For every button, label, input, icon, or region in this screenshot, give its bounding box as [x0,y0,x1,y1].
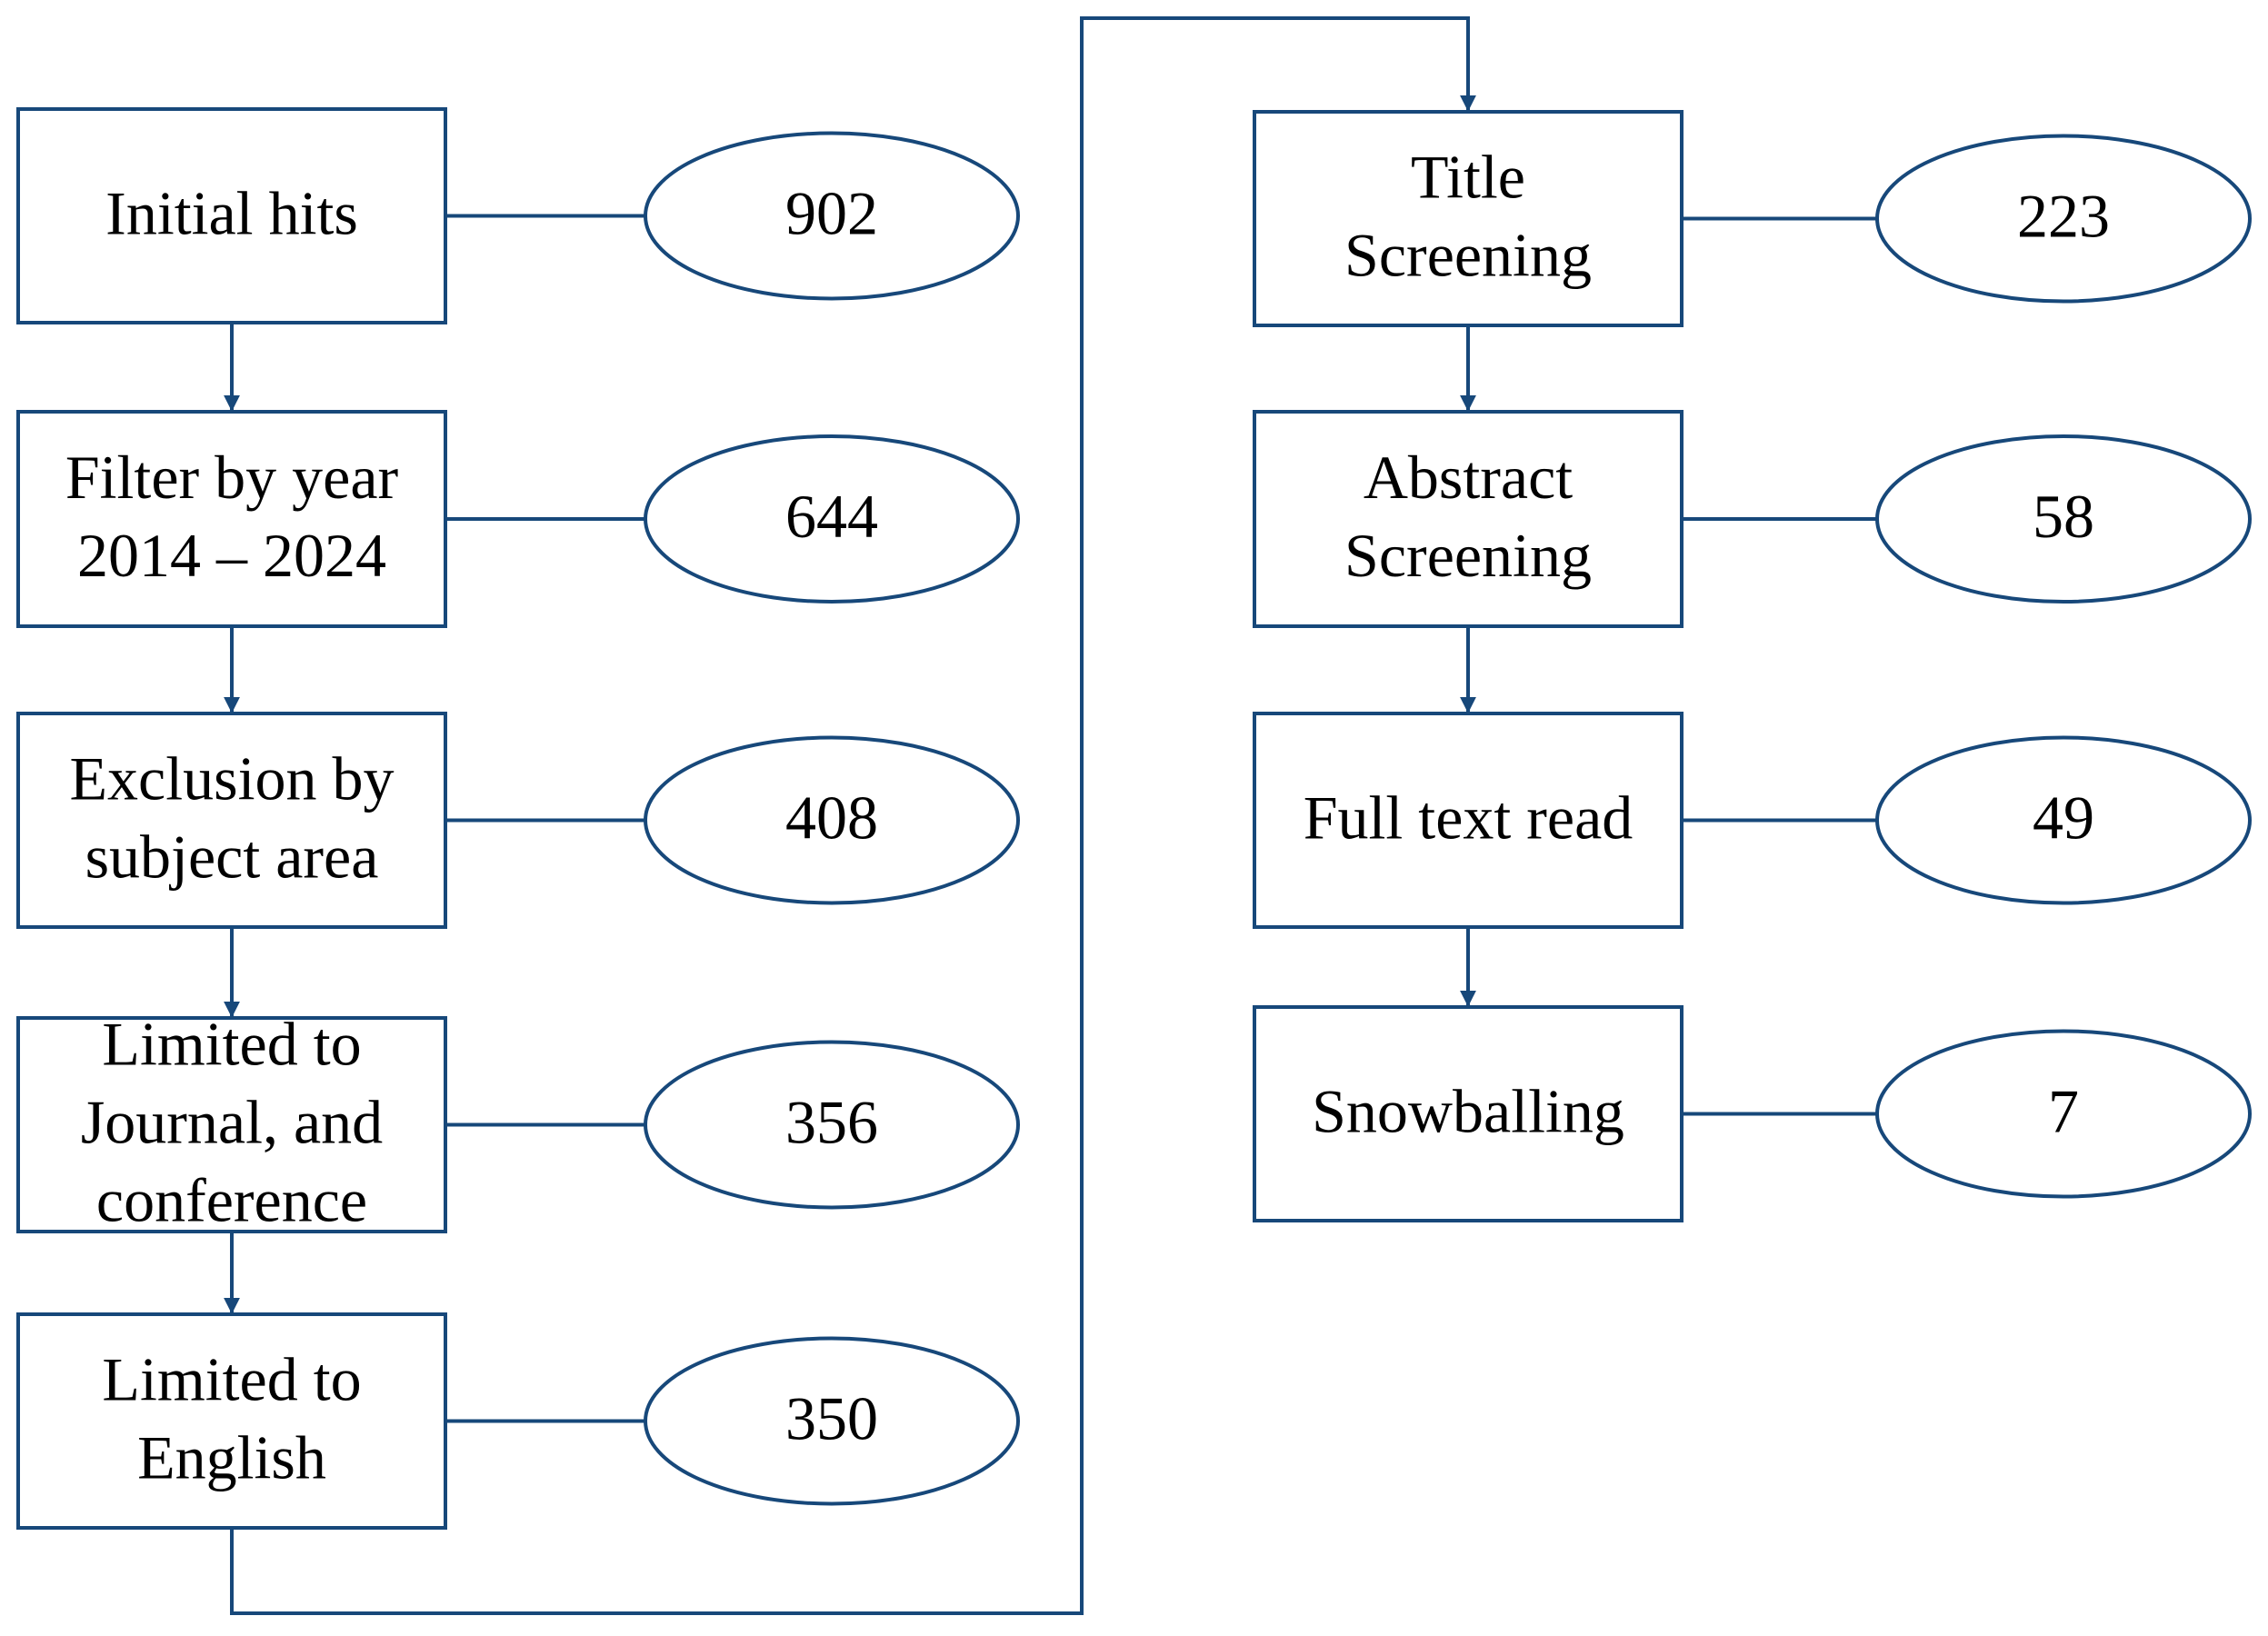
step-filter-by-year-2014-2024: Filter by year 2014 – 2024 [16,410,447,628]
step-box [16,1312,447,1530]
count-value: 58 [2033,482,2094,551]
column-link-arrow [230,16,1476,1615]
step-box [1253,110,1684,327]
count-oval [1875,434,2252,604]
count-value: 644 [785,482,878,551]
step-box [1253,712,1684,929]
step-limited-to-journal-and-conference: Limited to Journal, and conference [16,1010,447,1235]
step-box [16,107,447,324]
count-oval [644,1336,1020,1506]
step-box [16,410,447,628]
count-value: 7 [2048,1077,2079,1146]
step-exclusion-by-subject-area: Exclusion by subject area [16,712,447,929]
count-value: 356 [785,1088,878,1157]
step-label-line: English [137,1423,326,1492]
step-label: Exclusion by subject area [70,744,395,892]
count-oval-initial-hits: 902 [644,131,1020,301]
step-label-line: 2014 – 2024 [77,521,386,590]
count-oval-filter-by-year-2014-2024: 644 [644,434,1020,604]
count-oval [1875,735,2252,905]
step-label: Limited to Journal, and conference [81,1010,383,1235]
step-label-line: Initial hits [105,179,358,248]
count-oval-abstract-screening: 58 [1875,434,2252,604]
count-oval-exclusion-by-subject-area: 408 [644,735,1020,905]
step-box [1253,1005,1684,1222]
count-oval-limited-to-journal-and-conference: 356 [644,1040,1020,1210]
step-label-line: Abstract [1364,443,1573,512]
step-box [16,712,447,929]
step-full-text-read: Full text read [1253,712,1684,929]
step-label-line: subject area [85,823,379,892]
count-oval [1875,134,2252,304]
count-oval-snowballing: 7 [1875,1029,2252,1199]
step-label-line: Screening [1344,521,1592,590]
step-label-line: conference [96,1166,367,1235]
count-oval-full-text-read: 49 [1875,735,2252,905]
step-label-line: Full text read [1304,783,1634,853]
step-label-line: Limited to [102,1345,361,1414]
step-box [16,1016,447,1233]
step-box [1253,410,1684,628]
count-oval [644,1040,1020,1210]
count-oval [644,434,1020,604]
step-label-line: Filter by year [65,443,399,512]
step-label: Full text read [1304,783,1634,853]
step-label: Initial hits [105,179,358,248]
count-value: 223 [2017,182,2110,251]
step-label-line: Title [1411,143,1525,212]
count-oval-title-screening: 223 [1875,134,2252,304]
count-oval [644,735,1020,905]
step-label: Filter by year 2014 – 2024 [65,443,399,590]
count-oval-limited-to-english: 350 [644,1336,1020,1506]
count-oval [644,131,1020,301]
count-value: 350 [785,1384,878,1453]
step-label-line: Exclusion by [70,744,395,813]
step-label: Snowballing [1312,1077,1624,1146]
count-value: 49 [2033,783,2094,853]
count-value: 902 [785,179,878,248]
step-label-line: Snowballing [1312,1077,1624,1146]
step-limited-to-english: Limited to English [16,1312,447,1530]
step-label-line: Journal, and [81,1088,383,1157]
step-initial-hits: Initial hits [16,107,447,324]
step-label: Limited to English [102,1345,361,1492]
count-oval [1875,1029,2252,1199]
step-label-line: Limited to [102,1010,361,1079]
count-value: 408 [785,783,878,853]
step-snowballing: Snowballing [1253,1005,1684,1222]
step-label-line: Screening [1344,221,1592,290]
